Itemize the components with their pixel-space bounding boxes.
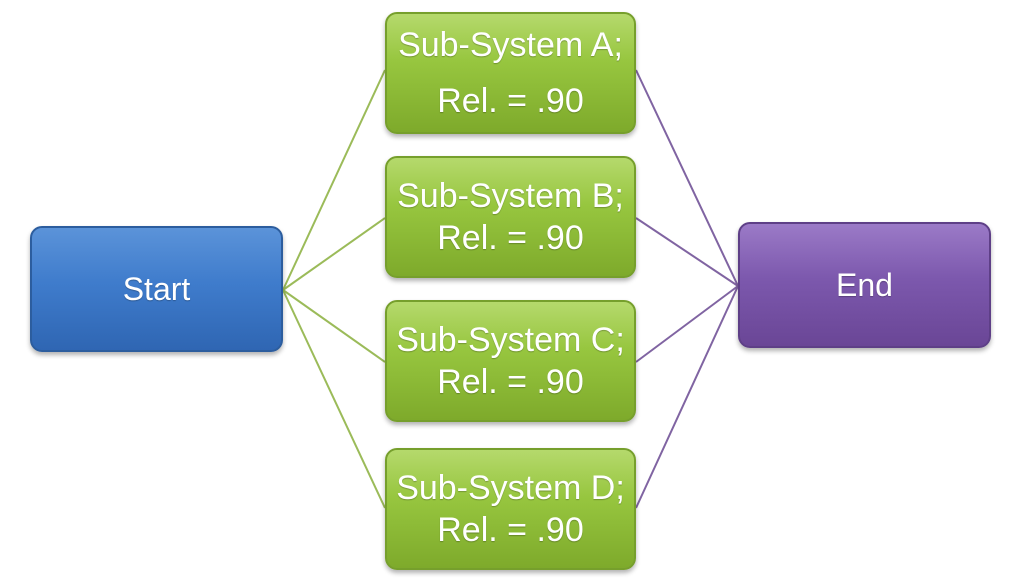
subsystem-c-name: Sub-System C; <box>396 320 625 359</box>
subsystem-c-node: Sub-System C; Rel. = .90 <box>385 300 636 422</box>
subsystem-b-reliability: Rel. = .90 <box>437 219 584 257</box>
connector-start-to-d <box>282 289 386 509</box>
connector-b-to-end <box>635 217 739 287</box>
connector-start-to-b <box>282 217 386 291</box>
subsystem-a-node: Sub-System A; Rel. = .90 <box>385 12 636 134</box>
subsystem-d-reliability: Rel. = .90 <box>437 511 584 549</box>
subsystem-b-node: Sub-System B; Rel. = .90 <box>385 156 636 278</box>
start-node: Start <box>30 226 283 352</box>
end-connectors <box>635 69 739 509</box>
start-label: Start <box>122 271 191 307</box>
connector-start-to-c <box>282 289 386 363</box>
subsystem-a-reliability: Rel. = .90 <box>437 82 584 120</box>
subsystem-d-name: Sub-System D; <box>396 468 625 507</box>
end-node: End <box>738 222 991 348</box>
connector-d-to-end <box>635 285 739 509</box>
subsystem-a-name: Sub-System A; <box>398 25 623 64</box>
connector-start-to-a <box>282 69 386 291</box>
connector-a-to-end <box>635 69 739 287</box>
subsystem-c-reliability: Rel. = .90 <box>437 363 584 401</box>
end-label: End <box>836 267 893 303</box>
connector-c-to-end <box>635 285 739 363</box>
start-connectors <box>282 69 386 509</box>
subsystem-d-node: Sub-System D; Rel. = .90 <box>385 448 636 570</box>
subsystem-b-name: Sub-System B; <box>397 176 624 215</box>
